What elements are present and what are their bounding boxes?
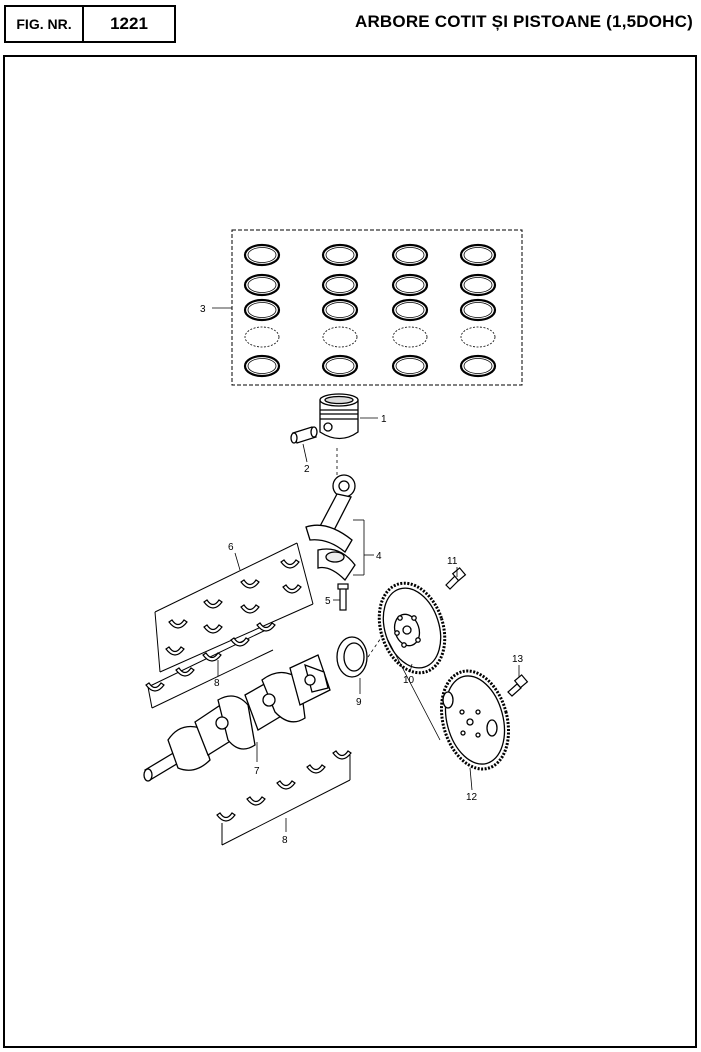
piston-ring-icon <box>322 326 358 348</box>
piston-icon <box>319 393 359 440</box>
flywheel-icon <box>377 581 447 675</box>
piston-ring-icon <box>460 326 496 348</box>
bearing-shell-icon <box>145 682 165 692</box>
bearing-shell-icon <box>168 619 188 629</box>
piston-ring-inner <box>463 358 493 374</box>
ring-set-frame <box>231 229 523 386</box>
piston-ring-icon <box>321 273 359 297</box>
piston-ring-inner <box>395 302 425 318</box>
ring-grid <box>243 243 497 378</box>
drive-plate-icon <box>439 669 511 771</box>
piston-ring-inner <box>247 277 277 293</box>
piston-ring-icon <box>243 354 281 378</box>
piston-ring-icon <box>459 298 497 322</box>
piston-ring-icon <box>459 273 497 297</box>
diagram-frame <box>3 55 697 1048</box>
drive-plate-bolt-icon <box>507 674 529 697</box>
callout-3: 3 <box>200 304 206 315</box>
piston-ring-icon <box>391 243 429 267</box>
bearing-shell-icon <box>202 652 222 662</box>
flywheel-bolt-icon <box>445 567 467 590</box>
piston-ring-icon <box>243 273 281 297</box>
bearing-shell-icon <box>280 559 300 569</box>
callout-1: 1 <box>381 414 387 425</box>
piston-ring-icon <box>391 273 429 297</box>
connecting-rod-icon <box>305 474 356 582</box>
piston-ring-inner <box>325 302 355 318</box>
fig-number-box: 1221 <box>82 5 176 43</box>
piston-ring-icon <box>459 354 497 378</box>
main-bearing-set-middle <box>145 622 276 709</box>
piston-ring-inner <box>325 247 355 263</box>
piston-ring-icon <box>321 243 359 267</box>
callout-13: 13 <box>512 654 524 665</box>
piston-ring-inner <box>325 277 355 293</box>
piston-ring-icon <box>321 354 359 378</box>
piston-ring-inner <box>325 358 355 374</box>
callout-11: 11 <box>447 556 458 567</box>
piston-ring-icon <box>243 243 281 267</box>
piston-ring-inner <box>395 247 425 263</box>
piston-pin-icon <box>290 426 318 444</box>
fig-number: 1221 <box>110 14 148 33</box>
callout-6: 6 <box>228 542 234 553</box>
bearing-shell-icon <box>332 750 352 760</box>
callout-4: 4 <box>376 551 382 562</box>
callout-7: 7 <box>254 766 260 777</box>
callout-12: 12 <box>466 792 478 803</box>
bearing-shell-icon <box>203 599 223 609</box>
callout-5: 5 <box>325 596 331 607</box>
leader-lines <box>212 307 520 832</box>
piston-ring-icon <box>392 326 428 348</box>
bearing-shell-icon <box>165 646 185 656</box>
bearing-shell-icon <box>246 796 266 806</box>
piston-ring-icon <box>391 298 429 322</box>
bearing-shell-icon <box>306 764 326 774</box>
main-bearing-set-upper <box>154 542 314 673</box>
callout-8-upper: 8 <box>214 678 220 689</box>
callout-labels: 1 2 3 4 5 6 7 8 8 9 10 11 12 13 <box>200 304 524 846</box>
piston-ring-inner <box>395 277 425 293</box>
main-bearing-set-lower <box>216 750 352 846</box>
callout-9: 9 <box>356 697 362 708</box>
callout-10: 10 <box>403 675 415 686</box>
piston-ring-inner <box>463 277 493 293</box>
bearing-shell-icon <box>230 637 250 647</box>
piston-ring-inner <box>463 302 493 318</box>
bearing-shell-icon <box>256 622 276 632</box>
piston-ring-icon <box>459 243 497 267</box>
piston-ring-icon <box>243 298 281 322</box>
bearing-shell-icon <box>276 780 296 790</box>
bearing-shell-icon <box>216 812 236 822</box>
oil-seal-icon <box>336 636 368 678</box>
piston-ring-icon <box>391 354 429 378</box>
piston-ring-icon <box>321 298 359 322</box>
piston-ring-inner <box>247 302 277 318</box>
callout-8-lower: 8 <box>282 835 288 846</box>
bearing-shell-icon <box>175 667 195 677</box>
bearing-shell-icon <box>282 584 302 594</box>
crankshaft-icon <box>143 654 331 782</box>
connecting-rod-bolt-icon <box>337 583 349 611</box>
piston-ring-inner <box>247 358 277 374</box>
piston-ring-inner <box>247 247 277 263</box>
page-title: ARBORE COTIT ȘI PISTOANE (1,5DOHC) <box>354 12 693 31</box>
piston-ring-set <box>231 229 523 386</box>
piston-ring-inner <box>395 358 425 374</box>
bearing-shell-icon <box>203 624 223 634</box>
piston-ring-icon <box>244 326 280 348</box>
callout-2: 2 <box>304 464 310 475</box>
piston-ring-inner <box>463 247 493 263</box>
fig-label: FIG. NR. <box>16 16 72 32</box>
bearing-shell-icon <box>240 579 260 589</box>
bearing-shell-icon <box>240 604 260 614</box>
